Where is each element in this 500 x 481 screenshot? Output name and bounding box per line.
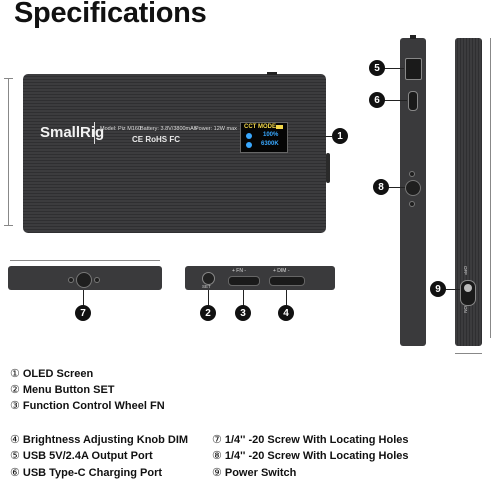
callout-9-icon: 9 [430, 281, 446, 297]
width-dimension-line [10, 260, 160, 261]
light-panel-front [23, 74, 326, 233]
depth-dimension-line [455, 353, 482, 354]
callout-leader [384, 100, 407, 101]
side-knob [326, 153, 330, 183]
callout-8-icon: 8 [373, 179, 389, 195]
page-title: Specifications [14, 0, 207, 29]
usb-c-port-icon [408, 91, 418, 111]
callout-1-icon: 1 [332, 128, 348, 144]
screen-kelvin: 6300K [261, 141, 279, 147]
callout-3-icon: 3 [235, 305, 251, 321]
switch-knob-icon [464, 284, 472, 292]
locating-hole-icon [409, 201, 415, 207]
height-dimension-line [8, 78, 9, 226]
locating-hole-icon [68, 277, 74, 283]
callout-2-icon: 2 [200, 305, 216, 321]
power-text: Power: 12W max [195, 126, 237, 132]
set-label: SET [202, 284, 211, 289]
callout-6-icon: 6 [369, 92, 385, 108]
battery-icon [276, 125, 283, 129]
brand-logo: SmallRig [40, 124, 105, 141]
model-text: Model: Piz M160 [100, 126, 141, 132]
callout-leader [83, 290, 84, 306]
dimension-tick [4, 78, 13, 79]
temperature-icon [246, 142, 252, 148]
dimension-tick [4, 225, 13, 226]
fn-wheel[interactable] [228, 276, 260, 286]
screw-hole-icon [76, 272, 92, 288]
callout-4-icon: 4 [278, 305, 294, 321]
usb-a-port-icon [405, 58, 422, 80]
certification-marks: CE RoHS FC [132, 135, 180, 144]
screw-hole-icon [405, 180, 421, 196]
oled-screen: CCT MODE 100% 6300K [240, 122, 288, 153]
on-label: ON [463, 306, 468, 313]
dim-knob[interactable] [269, 276, 305, 286]
callout-leader [388, 187, 405, 188]
battery-text: Battery: 3.8V/3800mAh [140, 126, 197, 132]
callout-leader [288, 136, 332, 137]
callout-leader [286, 290, 287, 306]
top-notch [410, 35, 416, 39]
power-switch[interactable] [460, 280, 476, 306]
off-label: OFF [463, 266, 468, 275]
callout-leader [384, 68, 404, 69]
side-dimension-line [490, 38, 491, 338]
screen-percent: 100% [263, 132, 279, 138]
callout-leader [208, 290, 209, 306]
top-edge-port [267, 72, 277, 75]
callout-leader [445, 289, 460, 290]
set-button[interactable] [202, 272, 215, 285]
dim-label: + DIM - [273, 268, 290, 274]
sun-icon [246, 133, 252, 139]
logo-divider [94, 122, 95, 144]
screen-mode: CCT MODE [244, 124, 276, 130]
callout-5-icon: 5 [369, 60, 385, 76]
fn-label: + FN - [232, 268, 247, 274]
callout-7-icon: 7 [75, 305, 91, 321]
locating-hole-icon [94, 277, 100, 283]
callout-leader [243, 290, 244, 306]
locating-hole-icon [409, 171, 415, 177]
